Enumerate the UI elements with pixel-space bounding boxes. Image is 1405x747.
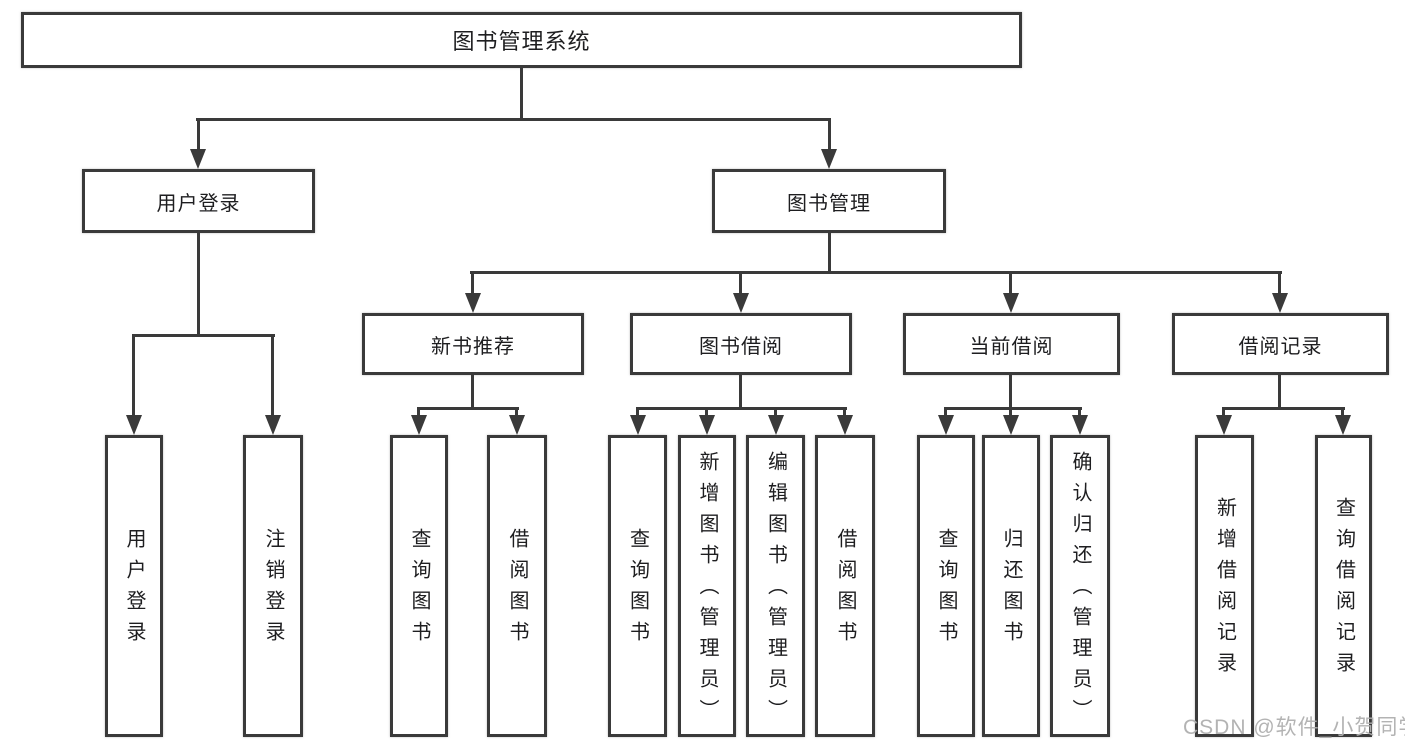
connector-recommend-rail [417, 407, 519, 410]
leaf-return-books: 归还图书 [982, 435, 1040, 737]
leaf-edit-book-admin: 编辑图书（管理员） [746, 435, 805, 737]
leaf-query-books-current: 查询图书 [917, 435, 975, 737]
connector-user-login-stem [197, 233, 200, 337]
arrowhead-down-icon [1003, 415, 1019, 435]
connector-drop [944, 409, 947, 417]
arrowhead-down-icon [411, 415, 427, 435]
connector-drop-book-management [828, 120, 831, 152]
leaf-user-login: 用户登录 [105, 435, 163, 737]
connector-user-login-rail [132, 334, 275, 337]
connector-borrowing-rail [636, 407, 847, 410]
node-user-login: 用户登录 [82, 169, 315, 233]
csdn-watermark: CSDN @软件_小贺同学 [1183, 716, 1405, 739]
node-new-book-recommend: 新书推荐 [362, 313, 584, 375]
leaf-borrow-books: 借阅图书 [815, 435, 875, 737]
connector-records-stem [1278, 375, 1281, 410]
connector-drop [636, 409, 639, 417]
connector-drop [843, 409, 846, 417]
connector-drop [1009, 409, 1012, 417]
leaf-query-books-borrowing: 查询图书 [608, 435, 667, 737]
connector-drop-leaf-logout [271, 336, 274, 417]
connector-drop-current-borrowing [1009, 273, 1012, 295]
connector-drop [705, 409, 708, 417]
connector-drop-book-borrowing [739, 273, 742, 295]
connector-root-stem [520, 68, 523, 121]
arrowhead-down-icon [938, 415, 954, 435]
arrowhead-down-icon [733, 293, 749, 313]
arrowhead-down-icon [509, 415, 525, 435]
arrowhead-down-icon [1272, 293, 1288, 313]
arrowhead-down-icon [1216, 415, 1232, 435]
connector-records-rail [1222, 407, 1345, 410]
connector-borrowing-stem [739, 375, 742, 410]
connector-current-rail [944, 407, 1082, 410]
leaf-borrow-books-recommend: 借阅图书 [487, 435, 547, 737]
arrowhead-down-icon [465, 293, 481, 313]
node-root-library-system: 图书管理系统 [21, 12, 1022, 68]
arrowhead-down-icon [265, 415, 281, 435]
arrowhead-down-icon [768, 415, 784, 435]
connector-drop [1341, 409, 1344, 417]
arrowhead-down-icon [190, 149, 206, 169]
connector-book-management-stem [828, 233, 831, 274]
connector-drop [1222, 409, 1225, 417]
connector-root-rail [196, 118, 831, 121]
connector-drop-new-book-recommend [471, 273, 474, 295]
arrowhead-down-icon [630, 415, 646, 435]
connector-drop-leaf-user-login [132, 336, 135, 417]
connector-drop-borrowing-records [1278, 273, 1281, 295]
arrowhead-down-icon [126, 415, 142, 435]
arrowhead-down-icon [699, 415, 715, 435]
node-book-borrowing: 图书借阅 [630, 313, 852, 375]
connector-drop-user-login [197, 120, 200, 152]
node-borrowing-records: 借阅记录 [1172, 313, 1389, 375]
leaf-add-borrow-record: 新增借阅记录 [1195, 435, 1254, 737]
arrowhead-down-icon [837, 415, 853, 435]
leaf-add-book-admin: 新增图书（管理员） [678, 435, 736, 737]
connector-drop [1078, 409, 1081, 417]
leaf-logout: 注销登录 [243, 435, 303, 737]
connector-drop [417, 409, 420, 417]
connector-current-stem [1009, 375, 1012, 410]
node-current-borrowing: 当前借阅 [903, 313, 1120, 375]
connector-book-management-rail [470, 271, 1282, 274]
leaf-confirm-return-admin: 确认归还（管理员） [1050, 435, 1110, 737]
connector-drop [515, 409, 518, 417]
leaf-query-borrow-record: 查询借阅记录 [1315, 435, 1372, 737]
leaf-query-books-recommend: 查询图书 [390, 435, 448, 737]
arrowhead-down-icon [1335, 415, 1351, 435]
node-book-management: 图书管理 [712, 169, 946, 233]
arrowhead-down-icon [1003, 293, 1019, 313]
arrowhead-down-icon [1072, 415, 1088, 435]
connector-recommend-stem [471, 375, 474, 410]
arrowhead-down-icon [821, 149, 837, 169]
connector-drop [774, 409, 777, 417]
